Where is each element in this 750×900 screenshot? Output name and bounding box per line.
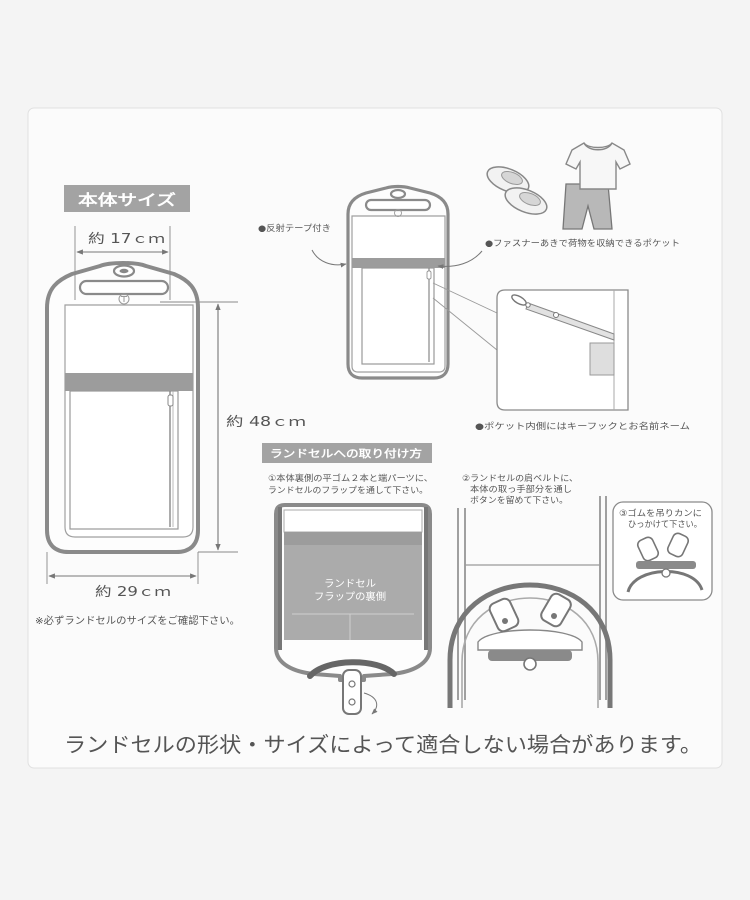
front-pocket: [69, 390, 179, 530]
bag-button-center: [119, 268, 129, 274]
fit-disclaimer: ランドセルの形状・サイズによって適合しない場合があります。: [64, 733, 702, 757]
zipper-pull: [167, 394, 174, 407]
size-heading: 本体サイズ: [78, 191, 176, 209]
name-tag: [589, 342, 615, 376]
small-zipper-pull: [426, 270, 432, 280]
button-left: [502, 618, 508, 624]
dimension-width-bottom: 約 29ｃｍ: [46, 552, 199, 600]
handle-ear-left: [488, 597, 520, 633]
key-hook-detail: [496, 289, 629, 411]
step3-line2: ひっかけて下さい。: [628, 520, 702, 530]
size-section: 本体サイズ 約 17ｃｍ: [35, 185, 306, 627]
randoseru-back-outer: [447, 582, 613, 708]
end-part: [342, 669, 362, 715]
inset-ring: [661, 568, 671, 578]
step2-line2: 本体の取っ手部分を通し: [470, 484, 572, 495]
shoes-icon: [486, 166, 548, 215]
bag-front-small: [346, 184, 450, 380]
width-top-label: 約 17ｃｍ: [88, 232, 165, 247]
handle-ear-right: [540, 592, 572, 628]
button-right: [551, 613, 557, 619]
randoseru-back-inner: [461, 597, 599, 708]
reflective-tape-arrow: [311, 249, 347, 268]
randoseru-flap-lines: [292, 613, 414, 640]
bag-handle-slot: [78, 279, 170, 296]
bag-back-band: [284, 532, 422, 545]
step3-line1: ③ゴムを吊りカンに: [619, 508, 702, 519]
inset-ear-right: [666, 532, 690, 558]
inset-ear-left: [636, 536, 660, 562]
size-note: ※必ずランドセルのサイズをご確認下さい。: [35, 614, 240, 627]
shorts-icon: [562, 183, 613, 230]
install-heading: ランドセルへの取り付け方: [270, 447, 423, 460]
small-brand-logo-icon: [394, 209, 402, 217]
bag-top-edge: [477, 629, 583, 651]
step1-bag-back: ランドセル フラップの裏側: [274, 503, 432, 715]
zoom-line-bottom: [432, 297, 498, 351]
randoseru-ring: [523, 657, 537, 671]
step2-line3: ボタンを留めて下さい。: [470, 495, 568, 506]
zoom-line-top: [432, 282, 498, 314]
reflective-band: [65, 373, 193, 391]
reflective-tape-label: ●反射テープ付き: [258, 223, 331, 234]
small-bag-button: [389, 188, 407, 200]
zip-pocket-label: ●ファスナーあきで荷物を収納できるポケット: [485, 238, 680, 249]
randoseru-flap: [284, 545, 422, 640]
size-heading-box: [64, 185, 190, 212]
flap-label-line2: フラップの裏側: [314, 590, 386, 603]
bag-front-large: [45, 261, 200, 554]
height-label: 約 48ｃｍ: [226, 415, 306, 430]
inset-band: [636, 561, 696, 569]
step1-line2: ランドセルのフラップを通して下さい。: [268, 485, 428, 496]
key-hook-detail-frame: [496, 289, 629, 411]
bottom-elastic-loop: [307, 659, 397, 679]
key-hook-label: ●ポケット内側にはキーフックとお名前ネーム: [475, 421, 690, 432]
step2-randoseru: [447, 496, 613, 708]
install-section: ランドセルへの取り付け方 ①本体裏側の平ゴム２本と端パーツに、 ランドセルのフラ…: [262, 443, 713, 715]
small-bag-handle-slot: [364, 198, 432, 212]
randoseru-lock-band: [488, 650, 572, 661]
step3-inset: ③ゴムを吊りカンに ひっかけて下さい。: [612, 501, 713, 601]
brand-logo-icon: [118, 293, 130, 305]
bag-back-top-panel: [283, 509, 423, 533]
feature-section: ●反射テープ付き ●ファスナーあきで荷物を収納できるポケット: [258, 142, 690, 432]
install-heading-box: [262, 443, 432, 463]
step2-line1: ②ランドセルの肩ベルトに、: [462, 473, 578, 484]
dimension-height: 約 48ｃｍ: [160, 301, 306, 553]
zip-pocket-arrow: [437, 250, 483, 269]
dimension-width-top: 約 17ｃｍ: [74, 226, 171, 300]
flap-label-line1: ランドセル: [324, 578, 376, 590]
step1-line1: ①本体裏側の平ゴム２本と端パーツに、: [268, 473, 433, 484]
t-shirt-icon: [565, 142, 631, 190]
small-front-pocket: [361, 267, 435, 365]
end-part-arrow: [363, 692, 378, 715]
width-bottom-label: 約 29ｃｍ: [95, 585, 171, 600]
key-hook-icon: [511, 294, 559, 318]
small-reflective-band: [352, 258, 445, 268]
